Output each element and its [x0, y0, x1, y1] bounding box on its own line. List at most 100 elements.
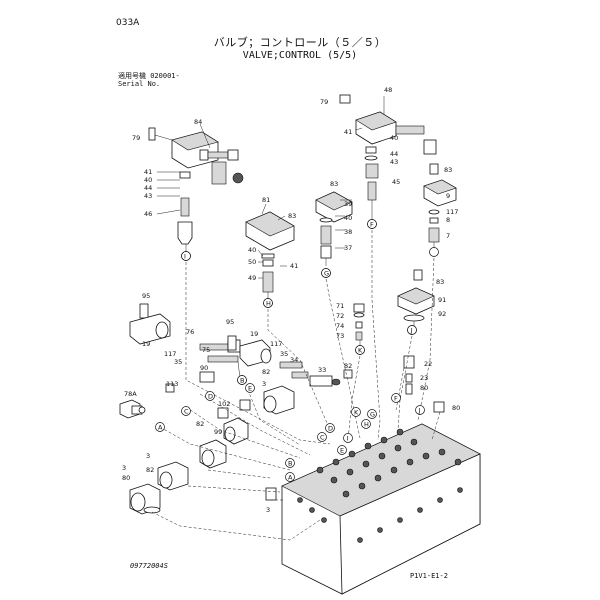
part-label: 35 — [280, 350, 288, 358]
page-title-japanese: バルブ；コントロール（５／５） — [213, 36, 387, 49]
part-label: 19 — [142, 340, 150, 348]
part-label: 22 — [424, 360, 432, 368]
part-label: 37 — [344, 244, 352, 252]
part-label: 81 — [262, 196, 270, 204]
part-label: 41 — [344, 128, 352, 136]
callout-letter: I — [347, 435, 349, 443]
part-label: 19 — [250, 330, 258, 338]
part-label: 33 — [318, 366, 326, 374]
part-label: 82 — [344, 362, 352, 370]
part-label: 34 — [290, 356, 298, 364]
callout-letter: D — [208, 393, 213, 401]
part-label: 46 — [144, 210, 152, 218]
part-label: 40 — [344, 214, 352, 222]
part-label: 8 — [446, 216, 450, 224]
part-label: 79 — [132, 134, 140, 142]
part-label: 83 — [444, 166, 452, 174]
callout-letter: E — [248, 385, 252, 393]
callout-letter: J — [410, 327, 413, 335]
part-label: 35 — [174, 358, 182, 366]
page-code: 033A — [116, 18, 140, 28]
part-label: 48 — [384, 86, 392, 94]
part-label: 41 — [144, 168, 152, 176]
part-label: 82 — [262, 368, 270, 376]
part-label: 45 — [392, 178, 400, 186]
part-label: 82 — [146, 466, 154, 474]
part-label: 82 — [196, 420, 204, 428]
part-label: 117 — [270, 340, 282, 348]
callout-letter: F — [370, 221, 374, 229]
cover-group-center — [315, 191, 353, 278]
part-label: 117 — [164, 350, 176, 358]
part-label: 39 — [344, 200, 352, 208]
callout-letter: C — [320, 434, 325, 442]
part-label: 91 — [438, 296, 446, 304]
callout-letter: B — [240, 377, 244, 385]
callout-letter: H — [364, 421, 369, 429]
callout-letter: K — [358, 347, 363, 355]
callout-letter: J — [418, 407, 421, 415]
part-label: 50 — [248, 258, 256, 266]
part-label: 43 — [144, 192, 152, 200]
callout-letter: K — [354, 409, 359, 417]
part-label: 3 — [122, 464, 126, 472]
part-label: 40 — [390, 134, 398, 142]
part-label: 83 — [436, 278, 444, 286]
serial-label-japanese: 適用号機 020001- — [118, 72, 180, 80]
serial-number-block: 適用号機 020001- Serial No. — [118, 72, 180, 88]
part-label: 43 — [390, 158, 398, 166]
part-label: 113 — [166, 380, 178, 388]
part-label: 80 — [452, 404, 460, 412]
part-label: 38 — [344, 228, 352, 236]
part-label: 83 — [288, 212, 296, 220]
callout-letter: G — [370, 411, 375, 419]
part-label: 49 — [248, 274, 256, 282]
page-title: VALVE;CONTROL (5/5) — [242, 50, 358, 61]
valve-group-upper-left — [148, 123, 244, 261]
fitting-group-right — [265, 355, 445, 501]
part-label: 84 — [194, 118, 202, 126]
part-label: 75 — [202, 346, 210, 354]
part-label: 23 — [420, 374, 428, 382]
part-label: 95 — [226, 318, 234, 326]
part-label: 80 — [122, 474, 130, 482]
part-label: 71 — [336, 302, 344, 310]
part-label: 76 — [186, 328, 194, 336]
callout-letter: F — [394, 395, 398, 403]
part-label: 78A — [124, 390, 137, 398]
cover-group-right — [423, 163, 457, 257]
part-label: 41 — [290, 262, 298, 270]
part-label: 7 — [446, 232, 450, 240]
serial-label: Serial No. — [118, 80, 161, 88]
callout-letter: G — [324, 270, 329, 278]
part-label: 80 — [420, 384, 428, 392]
part-label: 3 — [266, 506, 270, 514]
callout-letter: H — [266, 300, 271, 308]
callout-letter: C — [184, 408, 189, 416]
sheet-code: P1V1-E1-2 — [410, 572, 448, 580]
circled-callouts: I H G F J K B C D E A B C D E A F G H I … — [155, 219, 425, 482]
part-number-labels: 84 79 41 40 44 43 46 81 83 40 50 49 41 8… — [122, 86, 460, 514]
callout-letter: A — [158, 424, 163, 432]
solenoid-group-center — [227, 335, 341, 387]
cover-group-center-left — [245, 203, 295, 308]
callout-letter: D — [328, 425, 333, 433]
part-label: 9 — [446, 192, 450, 200]
part-label: 102 — [218, 400, 230, 408]
callout-letter: B — [288, 460, 292, 468]
part-label: 40 — [144, 176, 152, 184]
part-label: 44 — [390, 150, 398, 158]
part-label: 79 — [320, 98, 328, 106]
part-label: 95 — [142, 292, 150, 300]
valve-group-upper-right — [339, 94, 437, 229]
part-label: 40 — [248, 246, 256, 254]
part-label: 74 — [336, 322, 344, 330]
callout-letter: I — [184, 253, 186, 261]
part-label: 92 — [438, 310, 446, 318]
part-label: 3 — [262, 380, 266, 388]
callout-letter: A — [288, 474, 293, 482]
callout-letter: E — [340, 447, 344, 455]
part-label: 73 — [336, 332, 344, 340]
drawing-number: 09772004S — [130, 562, 168, 570]
